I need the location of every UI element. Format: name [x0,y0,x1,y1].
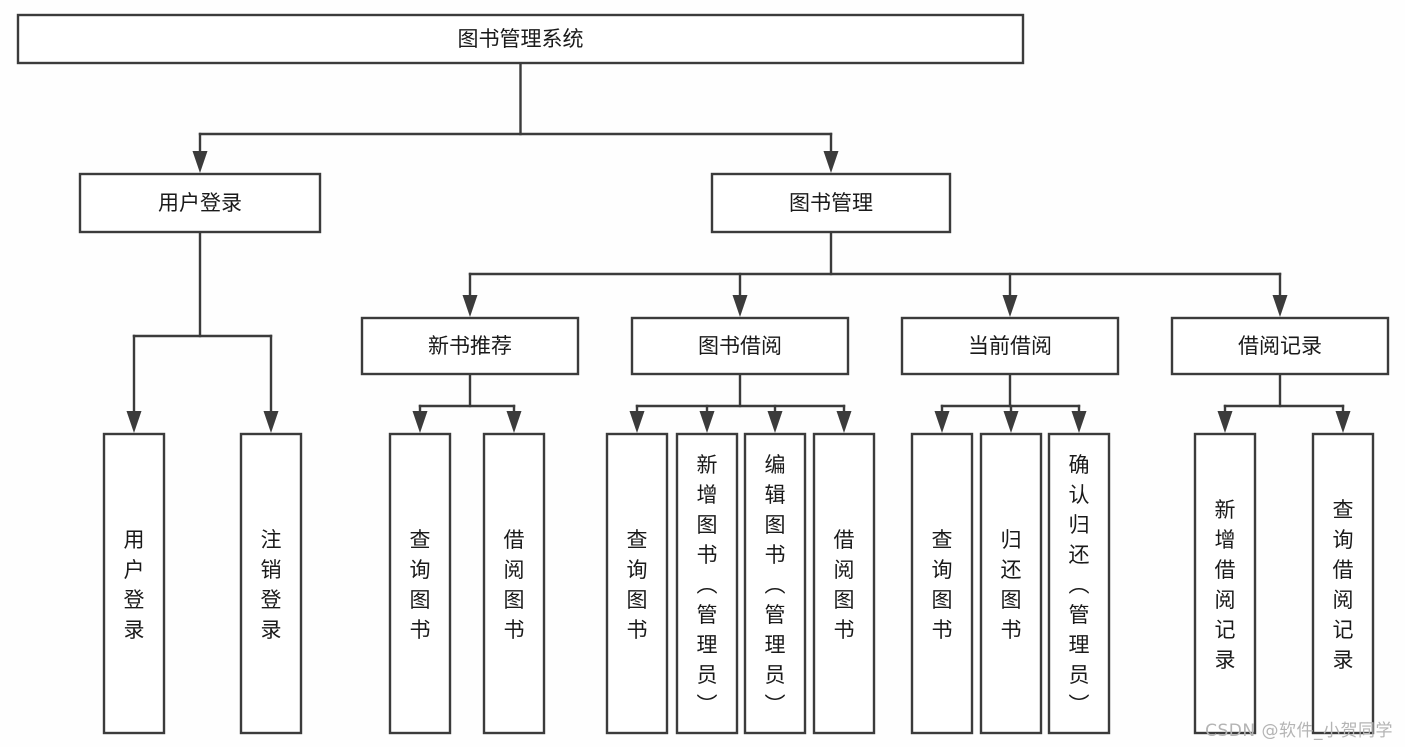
connector-book-borrow [629,372,852,433]
node-label: 归还图书 [1001,528,1022,642]
connector-new-book-rec [412,372,522,433]
node-label: 新增借阅记录 [1215,498,1236,672]
node-label: 确认归还︵管理员︶ [1069,453,1090,717]
node-label: 新增图书︵管理员︶ [697,453,718,717]
connector-current-borrow [934,372,1087,433]
node-label: 查询图书 [627,528,648,642]
node-label: 借阅图书 [834,528,855,642]
node-label: 借阅图书 [504,528,525,642]
node-leaf-bb-add-book[interactable]: 新增图书︵管理员︶ [675,432,739,735]
node-label: 图书管理 [789,191,873,215]
node-leaf-bb-edit-book[interactable]: 编辑图书︵管理员︶ [743,432,807,735]
node-label: 新书推荐 [428,334,512,358]
node-label: 编辑图书︵管理员︶ [765,453,786,717]
node-leaf-cb-return-book[interactable]: 归还图书 [979,432,1043,735]
node-label: 图书借阅 [698,334,782,358]
node-new-book-rec[interactable]: 新书推荐 [360,316,580,376]
node-label: 查询借阅记录 [1333,498,1354,672]
node-root[interactable]: 图书管理系统 [16,13,1025,65]
connector-layer [126,61,1351,433]
node-leaf-user-login[interactable]: 用户登录 [102,432,166,735]
connector-user-login [126,230,279,433]
node-book-borrow[interactable]: 图书借阅 [630,316,850,376]
node-label: 借阅记录 [1238,334,1322,358]
node-label: 查询图书 [410,528,431,642]
node-current-borrow[interactable]: 当前借阅 [900,316,1120,376]
node-leaf-br-query-record[interactable]: 查询借阅记录 [1311,432,1375,735]
node-leaf-br-add-record[interactable]: 新增借阅记录 [1193,432,1257,735]
node-leaf-rec-query-book[interactable]: 查询图书 [388,432,452,735]
node-user-login[interactable]: 用户登录 [78,172,322,234]
node-layer: 图书管理系统用户登录图书管理新书推荐图书借阅当前借阅借阅记录用户登录注销登录查询… [16,13,1390,735]
node-label: 用户登录 [124,528,145,642]
connector-root [192,61,839,173]
node-leaf-rec-borrow-book[interactable]: 借阅图书 [482,432,546,735]
node-leaf-cb-query-book[interactable]: 查询图书 [910,432,974,735]
node-label: 图书管理系统 [458,27,584,51]
node-leaf-bb-borrow-book[interactable]: 借阅图书 [812,432,876,735]
connector-borrow-record [1217,372,1351,433]
node-label: 当前借阅 [968,334,1052,358]
node-leaf-bb-query-book[interactable]: 查询图书 [605,432,669,735]
node-label: 用户登录 [158,191,242,215]
node-borrow-record[interactable]: 借阅记录 [1170,316,1390,376]
node-book-manage[interactable]: 图书管理 [710,172,952,234]
node-leaf-user-logout[interactable]: 注销登录 [239,432,303,735]
node-label: 注销登录 [261,528,282,642]
node-leaf-cb-confirm-return[interactable]: 确认归还︵管理员︶ [1047,432,1111,735]
connector-book-manage [462,230,1288,317]
node-label: 查询图书 [932,528,953,642]
